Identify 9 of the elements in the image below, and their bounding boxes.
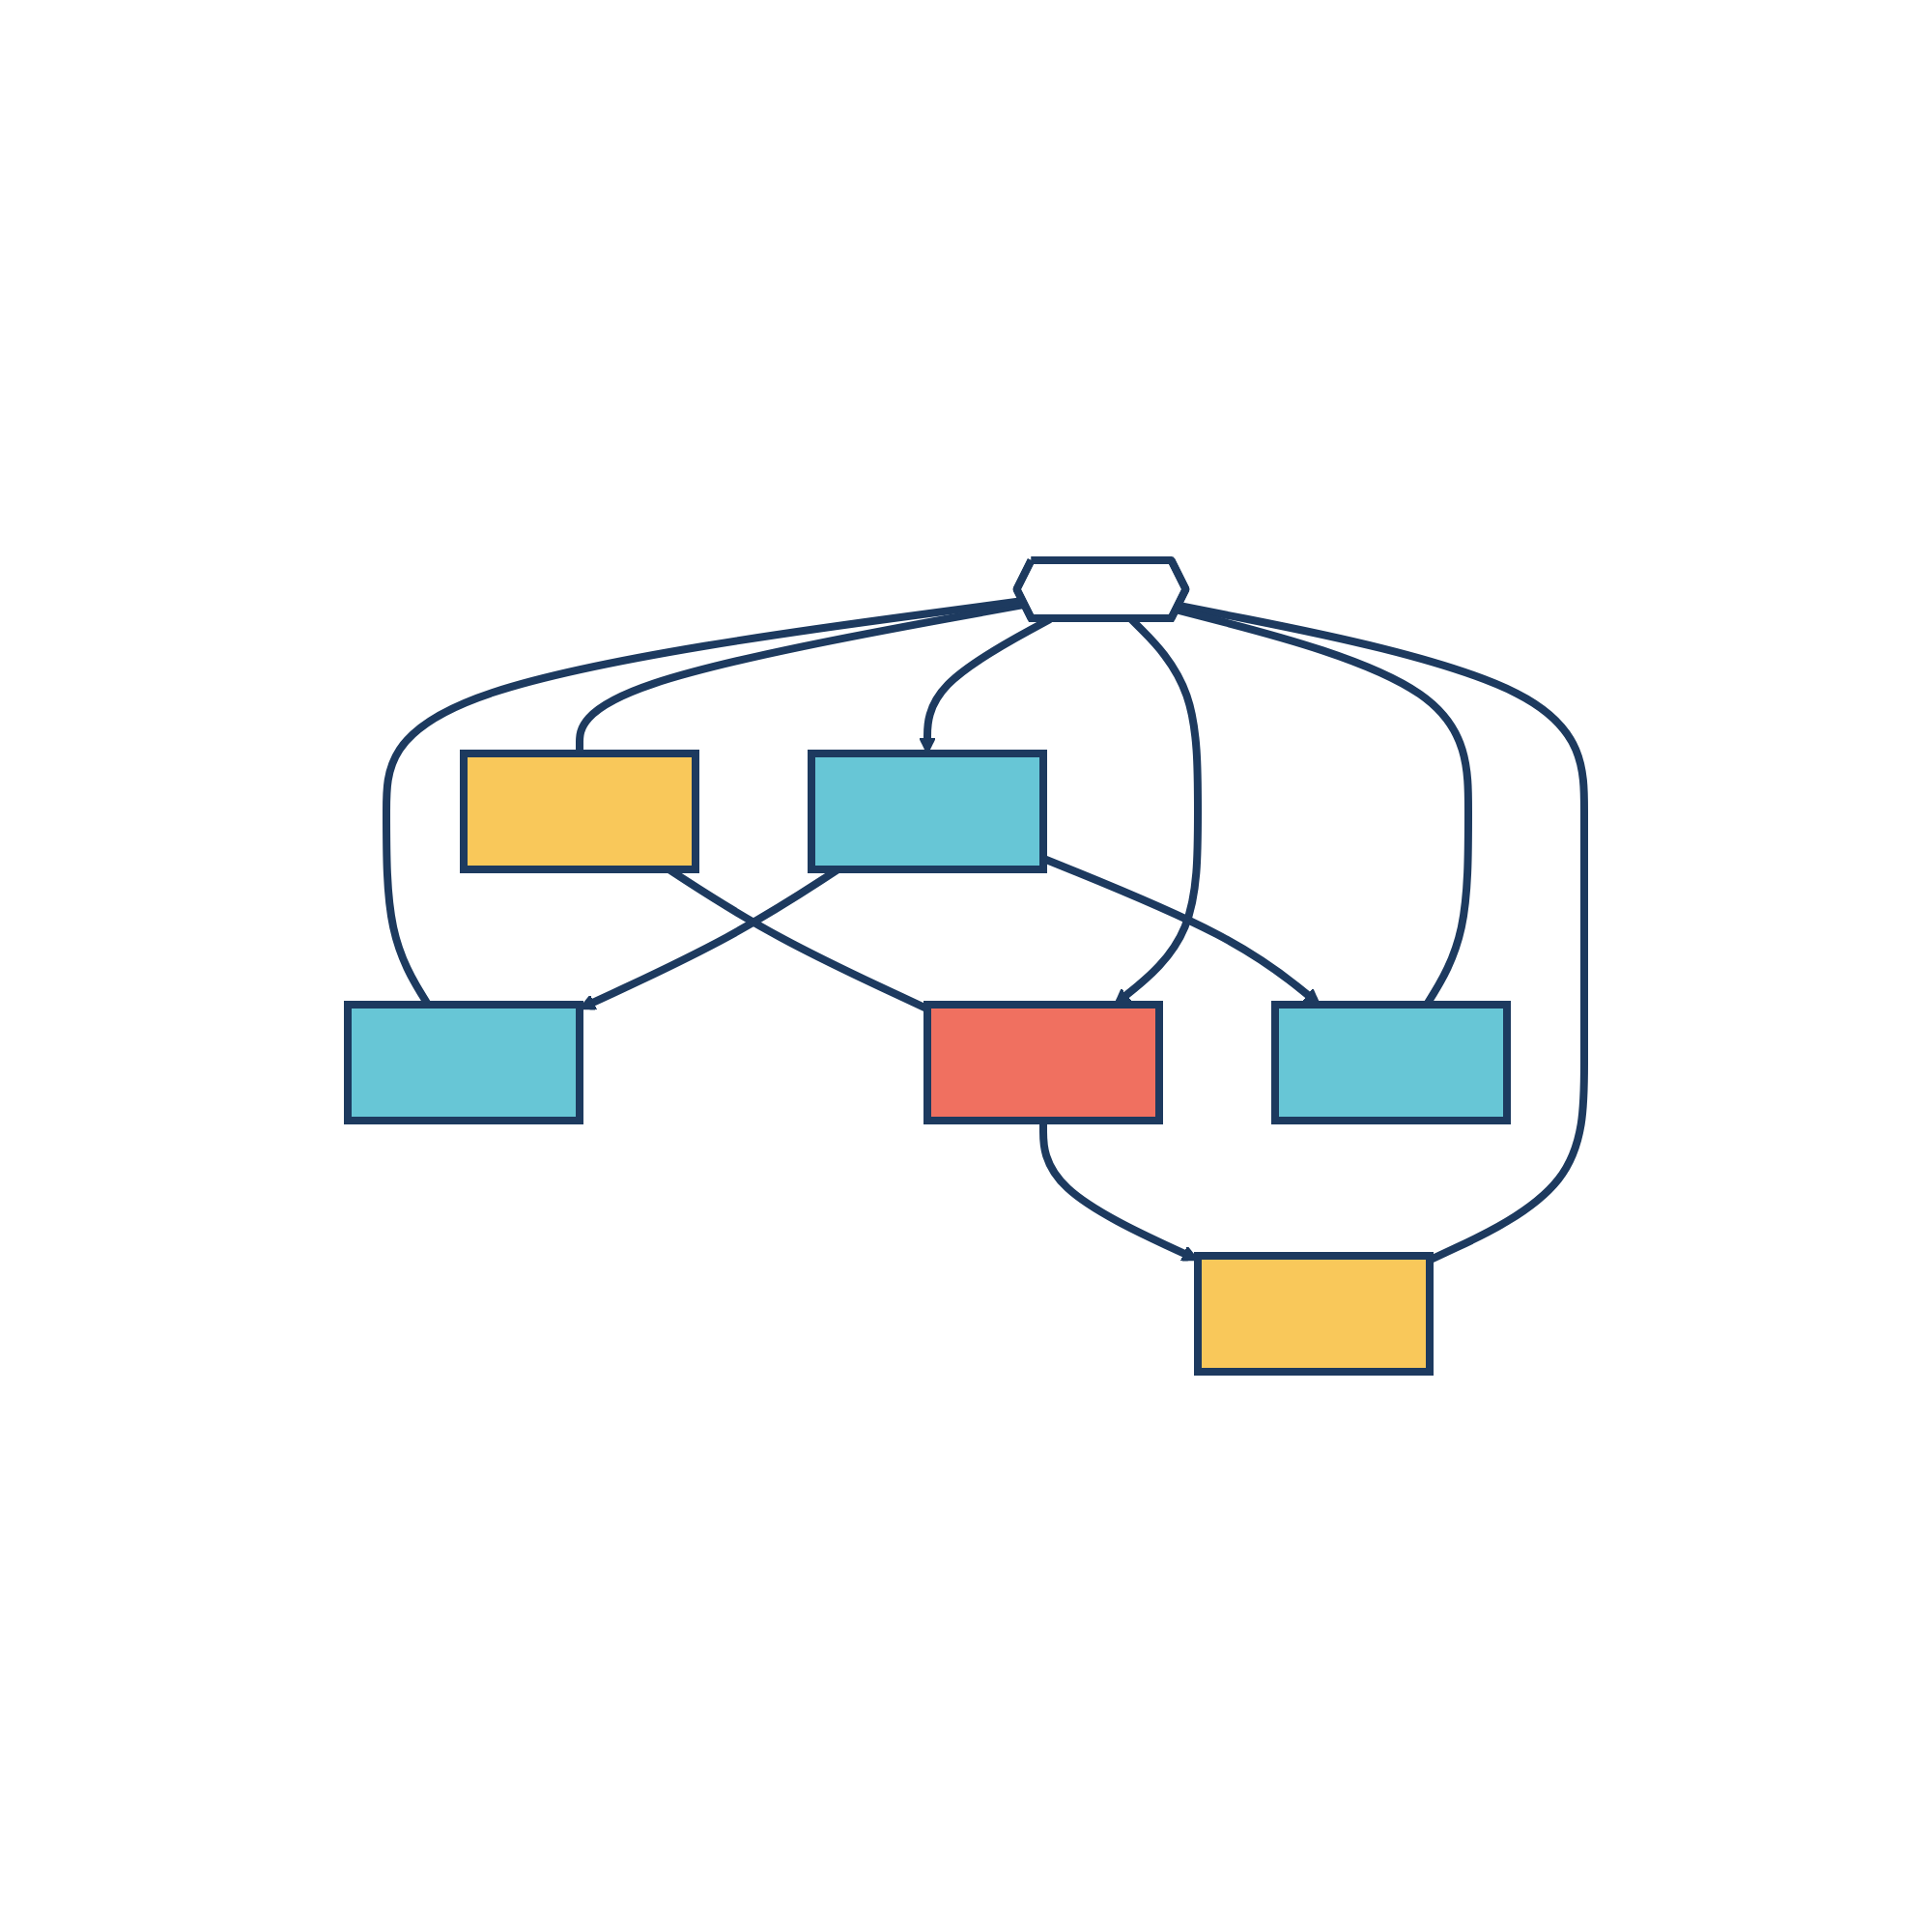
node-box bbox=[460, 750, 699, 873]
connector bbox=[576, 600, 1026, 753]
connector bbox=[1178, 602, 1588, 1264]
node-box bbox=[923, 1001, 1163, 1124]
arrow bbox=[1039, 1121, 1199, 1262]
node-box bbox=[344, 1001, 583, 1124]
node-box bbox=[808, 750, 1047, 873]
node-box bbox=[1271, 1001, 1511, 1124]
node-box bbox=[1194, 1252, 1434, 1376]
